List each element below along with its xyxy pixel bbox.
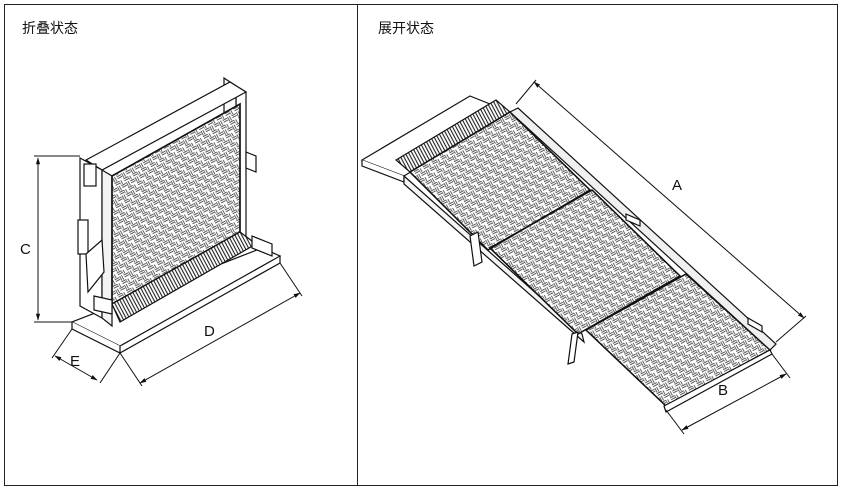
- dim-b: [665, 353, 791, 435]
- dim-label-e: E: [70, 353, 80, 370]
- dim-label-a: A: [672, 177, 682, 194]
- dim-label-b: B: [718, 382, 728, 399]
- dim-d: [119, 262, 303, 387]
- dim-label-d: D: [204, 323, 215, 340]
- folded-state-title: 折叠状态: [22, 21, 78, 37]
- unfolded-state-title: 展开状态: [378, 21, 434, 37]
- unfolded-ramp-drawing: [360, 95, 777, 413]
- dim-c: [34, 155, 80, 323]
- table-border: [4, 4, 838, 486]
- folded-ramp-drawing: [70, 76, 282, 354]
- dim-label-c: C: [20, 241, 31, 258]
- dim-a: [515, 79, 807, 343]
- dim-e: [51, 328, 121, 384]
